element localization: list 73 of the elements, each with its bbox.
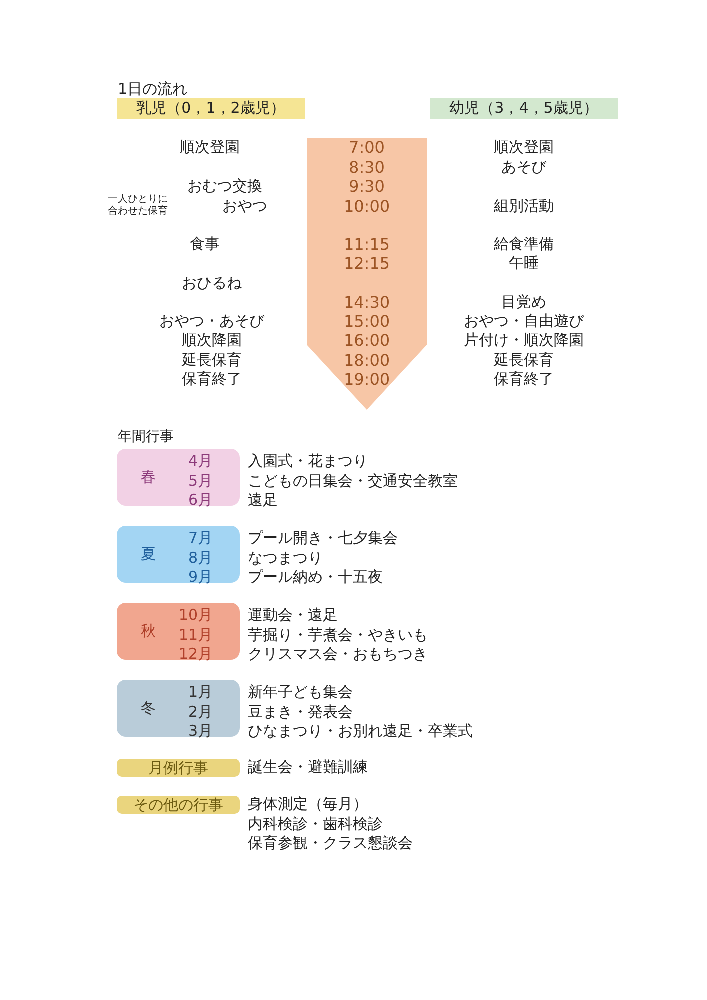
season-label: 春 <box>141 468 156 486</box>
season-label: 冬 <box>141 698 156 718</box>
time-label: 8:30 <box>349 158 385 177</box>
activity-text: 順次登園 <box>180 138 240 157</box>
event-text: 誕生会・避難訓練 <box>248 758 368 777</box>
time-label: 9:30 <box>349 177 385 196</box>
activity-text: 保育終了 <box>494 370 554 389</box>
activity-text: 延長保育 <box>494 351 554 370</box>
event-text: なつまつり <box>248 548 323 568</box>
time-label: 12:15 <box>344 254 390 273</box>
time-label: 19:00 <box>344 370 390 389</box>
event-text: 遠足 <box>248 491 278 510</box>
event-tag: その他の行事 <box>117 796 240 814</box>
month-label: 10月 <box>178 606 213 625</box>
activity-text: あそび <box>502 158 546 177</box>
event-text: クリスマス会・おもちつき <box>248 645 428 664</box>
time-label: 16:00 <box>344 331 390 350</box>
month-label: 2月 <box>188 702 213 722</box>
season-box <box>117 680 240 737</box>
activity-text: 片付け・順次降園 <box>464 331 584 350</box>
season-label: 秋 <box>141 622 156 640</box>
month-label: 4月 <box>188 452 213 471</box>
month-label: 7月 <box>188 529 213 548</box>
month-label: 11月 <box>178 626 213 644</box>
event-text: 運動会・遠足 <box>248 606 338 625</box>
section-heading: 年間行事 <box>118 428 174 447</box>
activity-text: おむつ交換 <box>188 177 262 196</box>
time-label: 18:00 <box>344 351 390 370</box>
note-text: 一人ひとりに合わせた保育 <box>108 194 168 218</box>
activity-text: 延長保育 <box>182 351 242 370</box>
activity-text: 組別活動 <box>494 197 554 216</box>
month-label: 6月 <box>188 491 213 510</box>
activity-text: おやつ・あそび <box>160 312 264 331</box>
event-text: 入園式・花まつり <box>248 452 368 471</box>
event-text: 身体測定（毎月） <box>248 795 368 814</box>
event-text: 豆まき・発表会 <box>248 702 353 722</box>
activity-text: おやつ <box>222 197 268 216</box>
time-label: 7:00 <box>349 138 385 157</box>
section-heading: 1日の流れ <box>118 80 188 99</box>
season-box <box>117 603 240 660</box>
month-label: 9月 <box>188 568 213 587</box>
age-group-band: 乳児（0，1，2歳児） <box>117 98 305 119</box>
month-label: 1月 <box>188 683 213 702</box>
activity-text: 午睡 <box>509 254 539 273</box>
month-label: 8月 <box>188 548 213 568</box>
time-label: 11:15 <box>344 235 390 254</box>
time-label: 10:00 <box>344 197 390 216</box>
season-label: 夏 <box>141 544 156 564</box>
month-label: 12月 <box>178 645 213 664</box>
season-box <box>117 449 240 506</box>
month-label: 3月 <box>188 722 213 741</box>
activity-text: おひるね <box>182 274 242 293</box>
activity-text: 給食準備 <box>494 235 554 254</box>
time-label: 14:30 <box>344 293 390 312</box>
activity-text: 目覚め <box>502 293 546 312</box>
event-text: こどもの日集会・交通安全教室 <box>248 472 458 490</box>
event-text: プール納め・十五夜 <box>248 568 383 587</box>
season-box <box>117 526 240 583</box>
event-tag: 月例行事 <box>117 759 240 777</box>
activity-text: 食事 <box>190 235 220 254</box>
age-group-band: 幼児（3，4，5歳児） <box>430 98 618 119</box>
activity-text: 保育終了 <box>182 370 242 389</box>
event-text: 新年子ども集会 <box>248 683 353 702</box>
activity-text: おやつ・自由遊び <box>464 312 584 331</box>
time-label: 15:00 <box>344 312 390 331</box>
event-text: 保育参観・クラス懇談会 <box>248 834 413 853</box>
activity-text: 順次登園 <box>494 138 554 157</box>
month-label: 5月 <box>188 472 213 490</box>
event-text: 内科検診・歯科検診 <box>248 814 383 834</box>
event-text: 芋掘り・芋煮会・やきいも <box>248 626 428 644</box>
activity-text: 順次降園 <box>182 331 242 350</box>
event-text: プール開き・七夕集会 <box>248 529 398 548</box>
event-text: ひなまつり・お別れ遠足・卒業式 <box>248 722 473 741</box>
